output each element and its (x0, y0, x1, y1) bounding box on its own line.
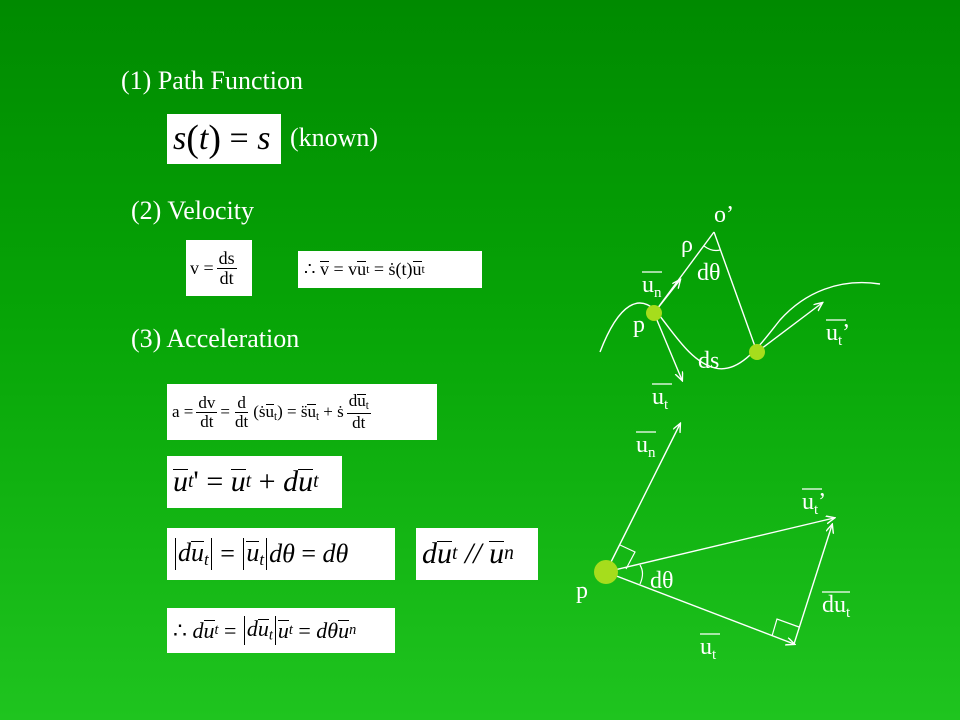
point-p-top (646, 305, 662, 321)
label-dtheta-top: dθ (697, 260, 721, 286)
label-dtheta-bottom: dθ (650, 568, 674, 594)
label-ds: ds (698, 348, 720, 374)
label-p-top: p (633, 312, 645, 338)
vector-overlines (636, 271, 850, 635)
ut-arrow-top (653, 312, 682, 380)
equation-path-function: s(t) = s (167, 114, 281, 164)
label-dut-bottom: dut (822, 592, 851, 621)
label-ut-prime-top: ut’ (826, 320, 851, 349)
point-p-bottom (594, 560, 618, 584)
path-curve (599, 281, 881, 370)
known-label: (known) (290, 123, 379, 152)
ut-prime-arrow-top (756, 303, 822, 353)
angle-arc-top (703, 245, 721, 252)
point-q-top (749, 344, 765, 360)
heading-acceleration: (3) Acceleration (131, 324, 300, 353)
label-ut-top: ut (652, 384, 669, 413)
dut-arrow-bottom (793, 525, 832, 645)
un-arrow-bottom (605, 424, 680, 573)
label-ut-prime-bottom: ut’ (802, 489, 827, 518)
radius-line-q (713, 231, 758, 353)
right-angle-mark-dut (771, 618, 800, 637)
heading-velocity: (2) Velocity (131, 196, 254, 225)
ut-arrow-bottom (605, 571, 794, 644)
label-un-bottom: un (636, 432, 656, 461)
heading-path-function: (1) Path Function (121, 66, 303, 95)
angle-arc-bottom (639, 564, 644, 585)
label-un-top: un (642, 272, 662, 301)
label-center-o-prime: o’ (714, 202, 734, 228)
right-angle-mark-un (619, 544, 636, 570)
label-ut-bottom: ut (700, 634, 717, 663)
ut-prime-arrow-bottom (605, 518, 834, 573)
label-p-bottom: p (576, 578, 588, 604)
label-rho: ρ (681, 232, 693, 258)
